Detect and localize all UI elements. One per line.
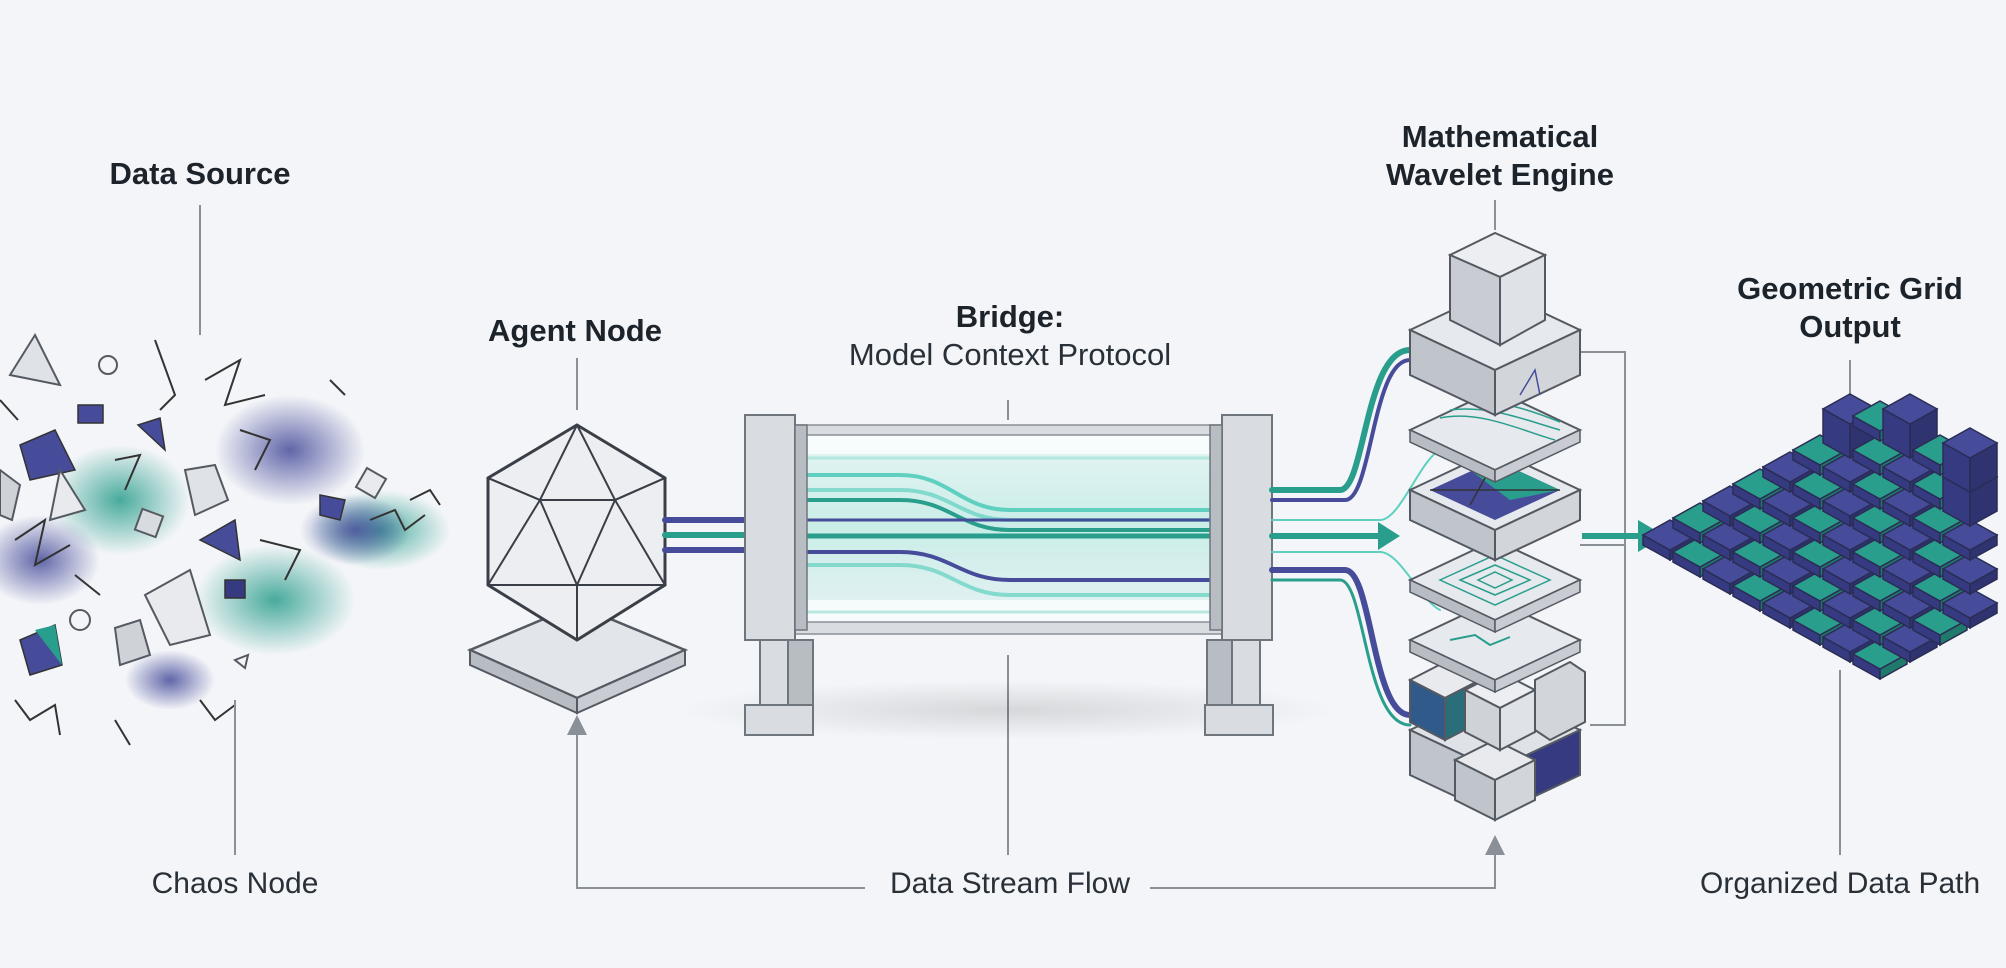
wavelet-engine-label: Mathematical Wavelet Engine (1340, 118, 1660, 194)
agent-node-icon (466, 423, 689, 715)
engine-streams (1269, 347, 1441, 727)
chaos-node-label: Chaos Node (151, 867, 319, 900)
data-stream-flow-label: Data Stream Flow (889, 867, 1131, 900)
grid-output-label: Geometric Grid Output (1700, 270, 2000, 346)
bridge-subtitle: Model Context Protocol (848, 337, 1172, 372)
geometric-grid-icon (1641, 393, 1999, 681)
wavelet-engine-icon (1407, 231, 1626, 822)
grid-output-label-line1: Geometric Grid (1737, 271, 1963, 306)
connector-lines (199, 200, 1851, 889)
agent-node-label: Agent Node (488, 313, 662, 348)
bridge-tube-icon (678, 414, 1338, 740)
chaos-node-icon (0, 332, 450, 746)
data-source-label: Data Source (109, 156, 291, 191)
grid-output-label-line2: Output (1799, 309, 1901, 344)
bridge-label: Bridge: Model Context Protocol (820, 298, 1200, 374)
bridge-title: Bridge: (955, 299, 1065, 334)
wavelet-engine-label-line1: Mathematical (1401, 119, 1599, 154)
wavelet-engine-label-line2: Wavelet Engine (1386, 157, 1614, 192)
organized-data-path-label: Organized Data Path (1700, 867, 1981, 900)
